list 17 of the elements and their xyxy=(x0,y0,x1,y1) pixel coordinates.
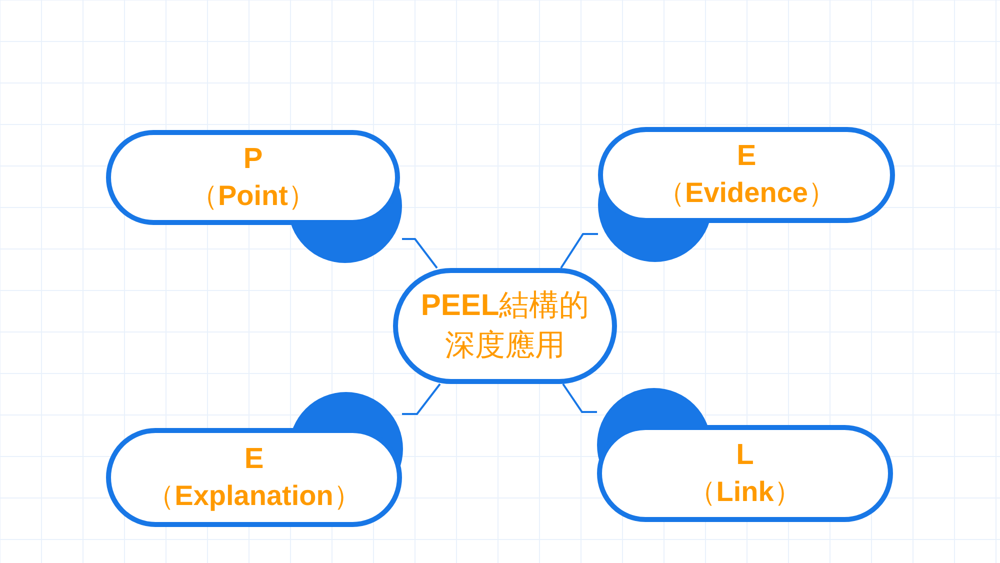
node-term: （Point） xyxy=(190,178,316,212)
connector-line xyxy=(562,383,597,413)
pill-node xyxy=(598,127,895,262)
pill-node xyxy=(106,130,402,264)
connector-line xyxy=(560,233,598,269)
node-letter: E xyxy=(736,139,756,174)
node-letter: P xyxy=(243,142,263,176)
node-title: PEEL結構的深度應用 xyxy=(420,288,590,364)
pill-node xyxy=(106,392,402,527)
connector-line xyxy=(402,383,441,415)
node-term: （Evidence） xyxy=(657,176,836,210)
connector-line xyxy=(402,238,438,269)
node-letter: E xyxy=(244,442,264,476)
node-term: （Explanation） xyxy=(146,478,362,513)
node-letter: L xyxy=(736,438,754,472)
pill-node xyxy=(597,388,893,522)
node-term: （Link） xyxy=(688,474,802,508)
